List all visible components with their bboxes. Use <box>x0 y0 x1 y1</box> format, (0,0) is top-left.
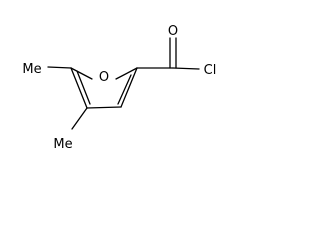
chemical-structure: O O Cl Me Me <box>22 24 217 152</box>
ring-oxygen-label: O <box>99 70 109 85</box>
bond-c2-c3 <box>120 67 138 108</box>
methyl-4-label: Me <box>53 137 72 152</box>
methyl-5-label: Me <box>22 62 41 77</box>
bond-c3-c4 <box>86 106 122 109</box>
bond-c5-methyl <box>47 66 72 69</box>
bond-carbonyl-chlorine <box>172 67 200 70</box>
bond-o1-c2 <box>115 67 138 80</box>
bond-c2-c3-inner <box>117 74 132 105</box>
chlorine-label: Cl <box>204 63 217 78</box>
bond-c4-c5-inner <box>76 70 91 105</box>
bond-c4-methyl <box>71 107 88 130</box>
carbonyl-oxygen-label: O <box>168 24 178 39</box>
bond-c4-c5 <box>70 67 88 109</box>
bond-o1-c5 <box>70 67 93 80</box>
